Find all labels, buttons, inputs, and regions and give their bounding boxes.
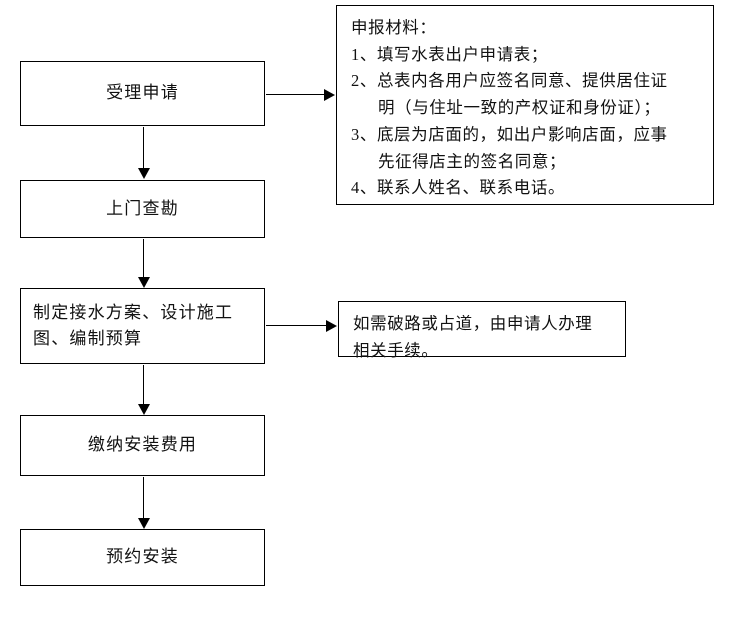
process-node-label: 缴纳安装费用: [87, 435, 198, 455]
note-line: 相关手续。: [353, 340, 439, 360]
note-materials: 申报材料： 1、填写水表出户申请表； 2、总表内各用户应签名同意、提供居住证 明…: [336, 5, 714, 205]
arrow-node4-to-node5: [138, 477, 151, 529]
arrow-node3-to-node4: [138, 365, 151, 415]
process-node-site-survey[interactable]: 上门查勘: [20, 180, 265, 238]
process-node-schedule-installation[interactable]: 预约安装: [20, 529, 265, 586]
note-line: 明（与住址一致的产权证和身份证）；: [378, 98, 661, 118]
process-node-label: 预约安装: [106, 547, 179, 567]
arrow-node3-to-road-note: [266, 320, 337, 332]
process-node-receive-application[interactable]: 受理申请: [20, 61, 265, 126]
note-road-occupancy: 如需破路或占道，由申请人办理 相关手续。: [338, 301, 626, 360]
note-line: 申报材料：: [351, 18, 437, 37]
process-node-design-plan[interactable]: 制定接水方案、设计施工 图、编制预算: [20, 288, 265, 364]
note-line: 先征得店主的签名同意；: [378, 151, 567, 171]
arrow-node2-to-node3: [138, 239, 151, 288]
note-line: 如需破路或占道，由申请人办理: [353, 314, 593, 333]
note-line: 2、总表内各用户应签名同意、提供居住证: [351, 71, 668, 91]
note-line: 1、填写水表出户申请表；: [351, 44, 548, 64]
process-node-label: 受理申请: [106, 83, 179, 103]
process-node-pay-installation-fee[interactable]: 缴纳安装费用: [20, 415, 265, 476]
process-node-label: 制定接水方案、设计施工 图、编制预算: [33, 302, 234, 348]
arrow-node1-to-node2: [138, 127, 151, 179]
note-line: 3、底层为店面的，如出户影响店面，应事: [351, 124, 668, 144]
arrow-node1-to-materials-note: [266, 89, 335, 101]
note-line: 4、联系人姓名、联系电话。: [351, 178, 566, 198]
process-node-label: 上门查勘: [106, 198, 179, 218]
